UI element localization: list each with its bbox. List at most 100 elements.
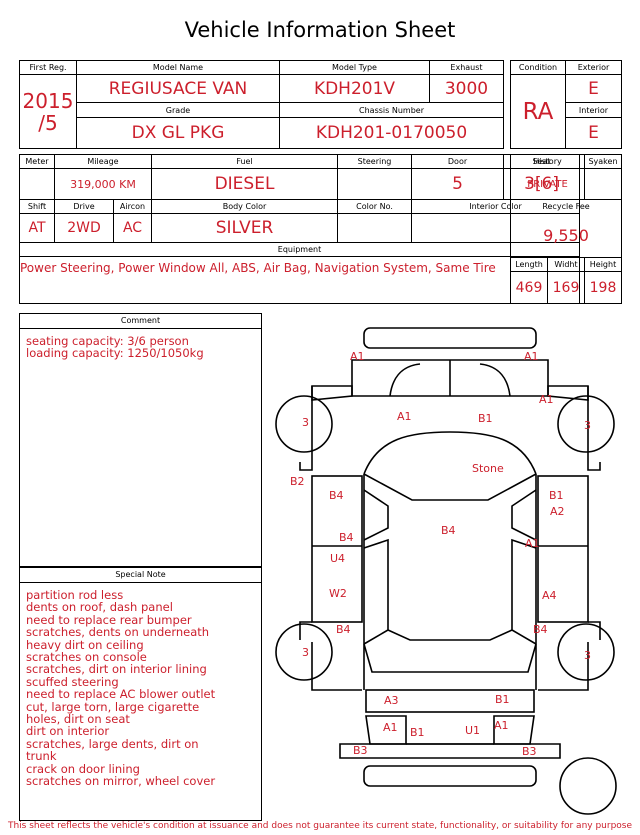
body-color-label: Body Color [151,199,339,214]
interior-value: E [565,116,622,150]
spec-table: Meter Mileage Fuel Steering Door Seat 31… [18,154,581,304]
syaken-value [584,168,622,200]
recycle-fee-value: 9,550 [510,213,622,258]
color-no-label: Color No. [337,199,413,214]
note-line: heavy dirt on ceiling [26,637,144,652]
mark-left-door-front-lower: B4 [339,531,354,544]
mark-front-bumper-left: A1 [350,350,365,363]
sheet-title: Vehicle Information Sheet [184,18,456,42]
condition-table: Condition Exterior RA E Interior E [510,59,622,150]
shift-value: AT [19,213,55,243]
mark-front-fender-right: A1 [539,393,554,406]
equipment-value: Power Steering, Power Window All, ABS, A… [20,261,496,275]
fuel-label: Fuel [151,154,339,169]
vehicle-identity-table: First Reg. Model Name Model Type Exhaust… [19,59,504,150]
mark-left-pillar: B2 [290,475,305,488]
equipment-label: Equipment [18,242,581,257]
mark-wheel-fr: 3 [584,419,591,432]
interior-label: Interior [565,102,622,118]
mark-rear-lower-b: B1 [410,726,425,739]
history-value: PRIVATE [510,168,585,200]
mileage-value: 319,000 KM [53,168,153,200]
fuel-value: DIESEL [151,168,339,200]
mark-left-quarter: B4 [336,623,351,636]
length-label: Length [510,257,548,272]
width-label: Widht [547,257,585,272]
mark-rear-lower-a: A1 [383,721,398,734]
mark-left-door-rear-upper: U4 [330,552,345,565]
mark-right-quarter: B4 [533,623,548,636]
condition-grade: RA [510,74,566,149]
first-reg-label: First Reg. [19,59,77,76]
length-value: 469 [510,271,548,304]
mark-right-front-upper: B1 [549,489,564,502]
note-line: need to replace rear bumper [26,612,192,627]
note-line: trunk [26,749,57,764]
grade-value: DX GL PKG [76,116,280,150]
first-reg-month: /5 [38,110,58,135]
comment-box: Comment seating capacity: 3/6 person loa… [19,313,262,567]
door-label: Door [411,154,505,169]
note-line: scratches, large dents, dirt on [26,736,199,751]
drive-label: Drive [54,199,114,214]
history-label: History [510,154,585,169]
exterior-label: Exterior [565,59,622,76]
note-line: scratches on mirror, wheel cover [26,774,216,789]
mark-hood-right: B1 [478,412,493,425]
mark-left-door-rear-mid: W2 [329,587,347,600]
vehicle-damage-diagram: A1 A1 A1 B1 A1 Stone 3 3 3 3 B2 B4 B4 U4… [275,327,617,815]
chassis-label: Chassis Number [279,102,504,118]
comment-text: seating capacity: 3/6 person loading cap… [20,329,261,360]
mark-front-bumper-right: A1 [524,350,539,363]
mark-rear-upper-left: A3 [384,694,399,707]
note-line: scratches, dents on underneath [26,625,210,640]
model-name-label: Model Name [76,59,280,76]
shift-label: Shift [19,199,55,214]
exhaust-label: Exhaust [429,59,504,76]
mark-hood-left: A1 [397,410,412,423]
door-value: 5 [411,168,505,200]
first-reg-year: 2015 [22,88,74,113]
width-value: 169 [547,271,585,304]
drive-value: 2WD [54,213,114,243]
height-value: 198 [584,271,622,304]
mark-rear-bumper-right: B3 [522,745,537,758]
recycle-fee-label: Recycle Fee [510,199,622,214]
first-reg-value: 2015 /5 [19,74,77,149]
note-line: crack on door lining [26,761,140,776]
steering-value [337,168,413,200]
mark-rear-bumper-left: B3 [353,744,368,757]
mark-wheel-rr: 3 [584,649,591,662]
exhaust-value: 3000 [429,74,504,104]
mark-right-front-low: A1 [525,537,540,550]
special-note-label: Special Note [20,567,261,583]
model-type-label: Model Type [279,59,430,76]
special-note-text: partition rod less dents on roof, dash p… [20,583,261,788]
mark-rear-lower-c: U1 [465,724,480,737]
history-table: History Syaken PRIVATE Recycle Fee 9,550… [510,154,622,304]
mark-windshield: Stone [472,462,504,475]
model-type-value: KDH201V [279,74,430,104]
note-line: scuffed steering [26,674,119,689]
grade-label: Grade [76,102,280,118]
note-line: partition rod less [26,588,124,602]
mark-right-rear-mid: A4 [542,589,557,602]
color-no-value [337,213,413,243]
note-line: scratches, dirt on interior lining [26,662,207,677]
meter-label: Meter [19,154,55,169]
mark-rear-lower-d: A1 [494,719,509,732]
exterior-value: E [565,74,622,104]
vehicle-outline [299,327,601,787]
height-label: Height [584,257,622,272]
special-note-box: Special Note partition rod less dents on… [19,567,262,821]
note-line: scratches on console [26,650,147,665]
comment-line: seating capacity: 3/6 person [26,334,189,348]
condition-label: Condition [510,59,566,76]
aircon-value: AC [112,213,153,243]
comment-line: loading capacity: 1250/1050kg [26,346,204,361]
mark-rear-upper-right: B1 [495,693,510,706]
aircon-label: Aircon [112,199,153,214]
mark-left-door-front-upper: B4 [329,489,344,502]
meter-value [19,168,55,200]
mark-roof: B4 [441,524,456,537]
